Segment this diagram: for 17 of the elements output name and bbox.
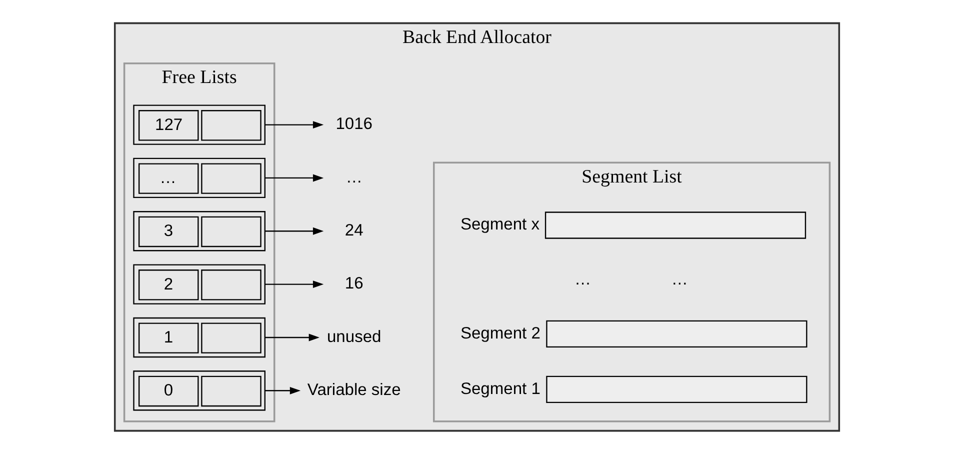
- node-text: 16: [344, 273, 363, 292]
- arrow: [264, 386, 300, 394]
- node-label: Segment 1: [460, 378, 540, 398]
- node-text: unused: [326, 326, 381, 346]
- node-text: …: [345, 166, 362, 186]
- arrow: [264, 226, 324, 234]
- arrow: [264, 174, 324, 182]
- node-text: 1016: [335, 114, 372, 133]
- arrow: [264, 120, 324, 128]
- label: …: [574, 269, 591, 288]
- node-text: 24: [344, 220, 363, 240]
- arrow: [264, 280, 324, 288]
- node-label: Segment x: [460, 214, 539, 234]
- label: …: [670, 269, 688, 288]
- node-text: Variable size: [306, 380, 400, 399]
- node-label: Segment 2: [460, 322, 540, 342]
- arrow: [264, 333, 319, 341]
